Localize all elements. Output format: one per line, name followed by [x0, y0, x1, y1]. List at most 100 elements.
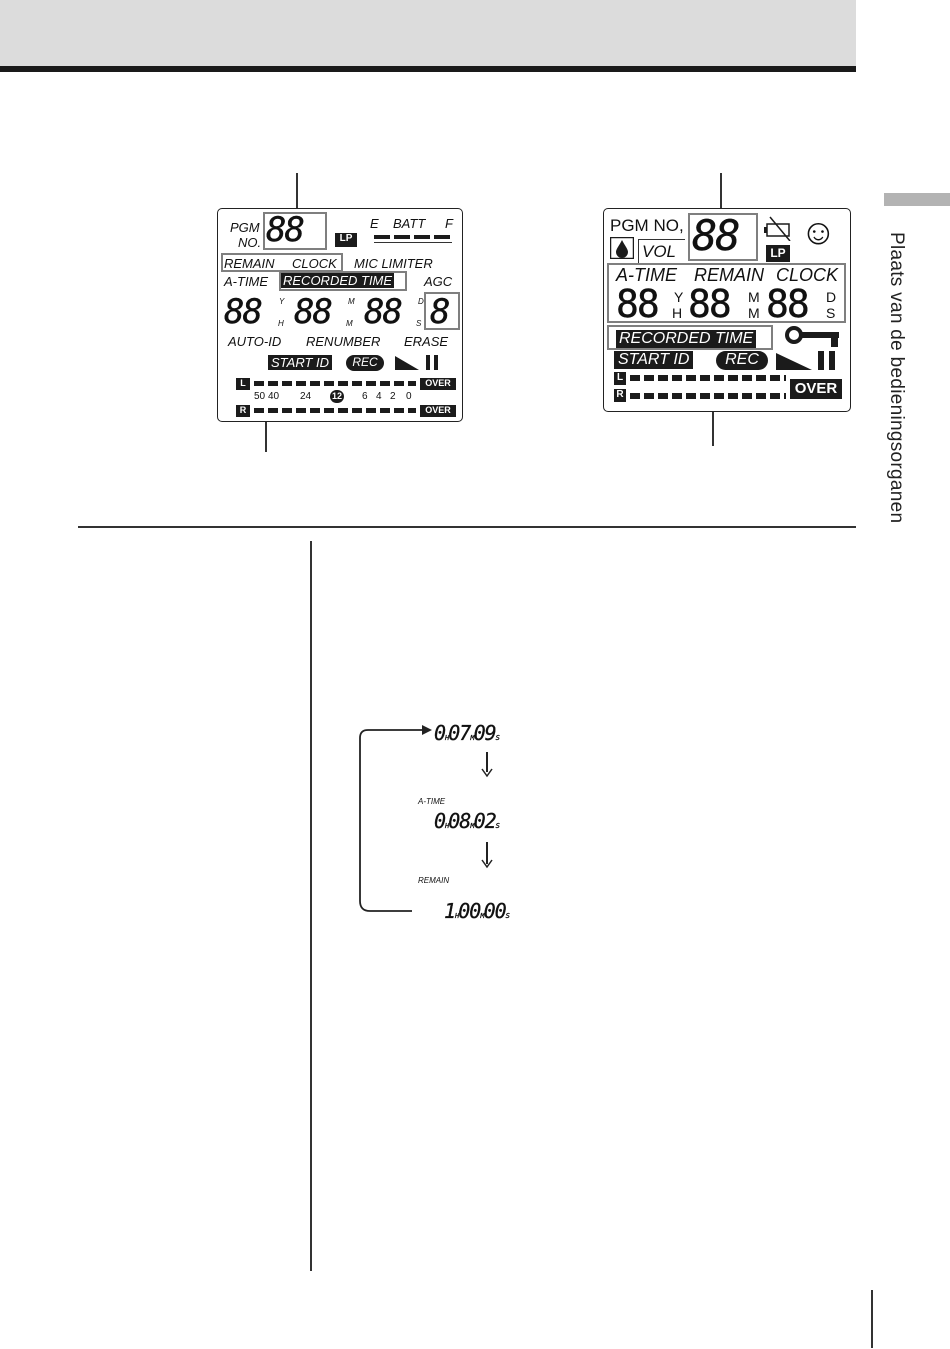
unit-m-right: M: [748, 305, 760, 321]
pgm-digits-right: 88: [692, 211, 741, 260]
cycle1-unit-s: S: [495, 734, 501, 742]
remain-clock-highlight-box: [221, 253, 343, 272]
time-digits-years-right: 88: [616, 282, 660, 326]
scale-50: 50: [254, 391, 266, 402]
section-tab-marker: [884, 193, 950, 206]
start-id-indicator-right: START ID: [614, 351, 694, 369]
cycle2-unit-s: S: [495, 822, 501, 830]
recorded-time-indicator: RECORDED TIME: [281, 273, 395, 288]
time-digits-years: 88: [224, 292, 263, 332]
play-pause-icon-right: [776, 351, 835, 370]
cycle3-hours: 1: [444, 899, 456, 923]
cycle1-unit-m: M: [470, 734, 475, 742]
a-time-label-right: A-TIME: [616, 265, 677, 285]
column-divider: [310, 541, 312, 1271]
cycle2-hours: 0: [434, 809, 446, 833]
battery-level-bar: [374, 235, 450, 239]
auto-id-label: AUTO-ID: [228, 334, 282, 349]
lp-indicator-right: LP: [766, 245, 790, 262]
down-arrow-1-head: [481, 768, 493, 778]
level-meter-left: [254, 381, 416, 386]
time-digits-hours: 88: [294, 292, 333, 332]
scale-24: 24: [300, 391, 312, 402]
cycle3-unit-h: H: [455, 912, 460, 920]
cycle-display-2: 0H08M02S: [434, 809, 501, 833]
cycle2-unit-h: H: [445, 822, 450, 830]
unit-d: D: [418, 297, 424, 306]
down-arrow-2-head: [481, 859, 493, 869]
vol-bracket: [638, 239, 685, 263]
drop-icon: [610, 237, 634, 259]
cycle-return-arrow: [359, 725, 432, 912]
cycle2-minutes: 08: [448, 809, 471, 833]
clock-label: CLOCK: [292, 256, 337, 271]
recorded-time-highlight-box: [279, 271, 407, 291]
unit-y: Y: [279, 297, 285, 306]
unit-s-right: S: [826, 305, 836, 321]
remain-label-right: REMAIN: [694, 265, 765, 285]
vol-label: VOL: [642, 242, 677, 261]
time-digits-seconds: 8: [430, 292, 451, 332]
smiley-icon: ☺: [800, 211, 837, 252]
callout-line-pgm: [296, 173, 298, 213]
play-pause-icon: [395, 355, 438, 370]
cycle3-unit-s: S: [505, 912, 511, 920]
battery-baseline: [374, 242, 452, 243]
rec-indicator: REC: [346, 355, 384, 371]
scale-2: 2: [390, 391, 396, 402]
cycle-display-3: 1H00M00S: [444, 899, 511, 923]
cycle1-minutes: 07: [448, 721, 471, 745]
scale-12: 12: [330, 390, 344, 403]
cycle1-unit-h: H: [445, 734, 450, 742]
start-id-indicator: START ID: [268, 355, 333, 370]
cycle3-unit-m: M: [480, 912, 485, 920]
level-scale: 50 40 24 12 6 4 2 0: [254, 390, 454, 405]
level-meter-right: [254, 408, 416, 413]
cycle1-hours: 0: [434, 721, 446, 745]
agc-label: AGC: [424, 274, 453, 289]
a-time-label: A-TIME: [224, 274, 269, 289]
down-arrow-1: [486, 752, 488, 772]
unit-h-right: H: [672, 305, 683, 321]
no-label: NO.: [238, 235, 262, 250]
remain-label: REMAIN: [224, 256, 275, 271]
batt-label: BATT: [393, 216, 426, 231]
scale-6: 6: [362, 391, 368, 402]
rec-indicator-right: REC: [716, 351, 768, 370]
unit-s: S: [416, 319, 422, 328]
channel-r-label: R: [236, 405, 250, 417]
recorded-time-indicator-right: RECORDED TIME: [616, 330, 757, 348]
scale-4: 4: [376, 391, 382, 402]
erase-label: ERASE: [404, 334, 449, 349]
batt-f-label: F: [445, 216, 453, 231]
clock-label-right: CLOCK: [776, 265, 839, 285]
recorded-time-highlight-box-right: [607, 325, 773, 350]
channel-l-label: L: [236, 378, 250, 390]
cycle-label-remain: REMAIN: [418, 876, 450, 885]
unit-d-right: D: [826, 289, 837, 305]
mic-limiter-label: MIC LIMITER: [354, 256, 433, 271]
level-meter-right-right: [630, 393, 786, 399]
down-arrow-2: [486, 842, 488, 864]
section-divider: [78, 526, 856, 528]
seconds-highlight-box: [424, 292, 460, 330]
cycle3-seconds: 00: [483, 899, 506, 923]
lcd-display-left: PGM NO. 88 LP E BATT F REMAIN CLOCK MIC …: [217, 208, 463, 422]
pgm-label: PGM: [230, 220, 260, 235]
cycle2-unit-m: M: [470, 822, 475, 830]
unit-y-right: Y: [674, 289, 684, 305]
pgm-highlight-box: [263, 212, 327, 250]
time-area-highlight-box: [607, 263, 846, 323]
over-indicator-left: OVER: [420, 378, 456, 390]
channel-r-label-right: R: [614, 389, 626, 402]
cycle1-seconds: 09: [473, 721, 496, 745]
pgm-highlight-box-right: [688, 213, 758, 261]
channel-l-label-right: L: [614, 372, 626, 385]
pgm-digits: 88: [266, 210, 305, 250]
lp-indicator: LP: [335, 233, 357, 247]
key-lock-icon: [785, 326, 839, 347]
unit-m-top: M: [348, 297, 355, 306]
battery-empty-icon: [764, 216, 791, 241]
cycle3-minutes: 00: [458, 899, 481, 923]
cycle-label-a-time: A-TIME: [418, 797, 446, 806]
